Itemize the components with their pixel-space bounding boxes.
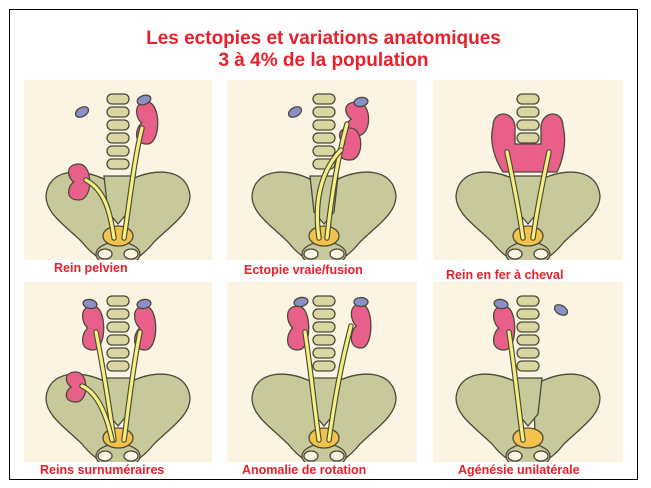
vertebra [313, 94, 335, 104]
adrenal-left-empty-fossa [74, 105, 91, 120]
vertebra [107, 361, 129, 371]
illustration-reins-surnumeraires [24, 282, 212, 462]
vertebra [107, 322, 129, 332]
illustration-agenesie-unilaterale [433, 282, 623, 462]
vertebra [517, 348, 539, 358]
vertebra [107, 146, 129, 156]
caption-rein-en-fer-a-cheval: Rein en fer à cheval [446, 268, 563, 283]
adrenal-right [354, 298, 368, 307]
vertebra [517, 94, 539, 104]
illustration-rein-en-fer-a-cheval [433, 80, 623, 260]
vertebra [517, 322, 539, 332]
bladder [513, 226, 543, 246]
vertebra [313, 361, 335, 371]
vertebra [313, 107, 335, 117]
caption-agenesie-unilaterale: Agénésie unilatérale [458, 463, 580, 478]
illustration-ectopie-vraie-fusion [227, 80, 417, 260]
adrenal-left [493, 298, 508, 309]
vertebra [107, 296, 129, 306]
panel-rein-pelvien [24, 80, 212, 260]
bladder [309, 428, 339, 448]
obturator-right [534, 451, 548, 461]
vertebra [107, 309, 129, 319]
vertebra [107, 120, 129, 130]
vertebra [517, 361, 539, 371]
vertebra [517, 296, 539, 306]
vertebra [517, 335, 539, 345]
obturator-right [124, 451, 138, 461]
vertebra [107, 107, 129, 117]
vertebra [313, 322, 335, 332]
obturator-left [508, 249, 522, 259]
panel-ectopie-vraie-fusion [227, 80, 417, 260]
adrenal-right-absent-kidney [553, 303, 570, 318]
illustration-anomalie-de-rotation [227, 282, 417, 462]
obturator-right [330, 451, 344, 461]
adrenal-left [82, 298, 97, 309]
panel-reins-surnumeraires [24, 282, 212, 462]
obturator-right [124, 249, 138, 259]
vertebra [517, 133, 539, 143]
panel-agenesie-unilaterale [433, 282, 623, 462]
vertebra [313, 348, 335, 358]
vertebra [313, 120, 335, 130]
adrenal-left [293, 296, 308, 307]
illustration-rein-pelvien [24, 80, 212, 260]
kidney-right-rotated [351, 304, 371, 348]
obturator-left [98, 249, 112, 259]
vertebra [313, 296, 335, 306]
adrenal-left-empty-fossa [287, 105, 304, 120]
obturator-left [304, 451, 318, 461]
adrenal-right [353, 96, 368, 107]
panel-rein-en-fer-a-cheval [433, 80, 623, 260]
vertebra [313, 335, 335, 345]
obturator-left [304, 249, 318, 259]
vertebra [517, 309, 539, 319]
caption-reins-surnumeraires: Reins surnuméraires [40, 463, 164, 478]
vertebra [313, 146, 335, 156]
caption-ectopie-vraie-fusion: Ectopie vraie/fusion [244, 263, 363, 278]
vertebra [107, 94, 129, 104]
obturator-left [98, 451, 112, 461]
bladder [309, 226, 339, 246]
obturator-right [534, 249, 548, 259]
vertebra [313, 133, 335, 143]
caption-anomalie-de-rotation: Anomalie de rotation [242, 463, 366, 478]
slide-title: Les ectopies et variations anatomiques [10, 28, 637, 50]
vertebra [107, 133, 129, 143]
bladder [103, 226, 133, 246]
vertebra [107, 348, 129, 358]
vertebra [517, 120, 539, 130]
obturator-left [508, 451, 522, 461]
caption-rein-pelvien: Rein pelvien [54, 261, 128, 276]
bladder [513, 428, 543, 448]
vertebra [313, 309, 335, 319]
vertebra [107, 335, 129, 345]
panel-anomalie-de-rotation [227, 282, 417, 462]
vertebra [517, 107, 539, 117]
slide-subtitle: 3 à 4% de la population [10, 50, 637, 72]
vertebra [107, 159, 129, 169]
slide: Les ectopies et variations anatomiques 3… [9, 9, 638, 480]
obturator-right [330, 249, 344, 259]
